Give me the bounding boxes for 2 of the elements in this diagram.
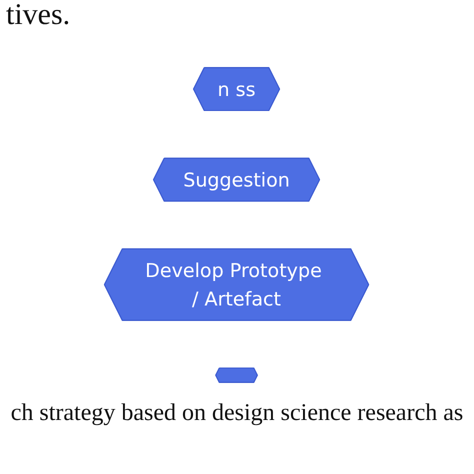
body-text: tives. xyxy=(6,0,70,31)
figure-caption: ch strategy based on design science research as xyxy=(10,400,464,426)
